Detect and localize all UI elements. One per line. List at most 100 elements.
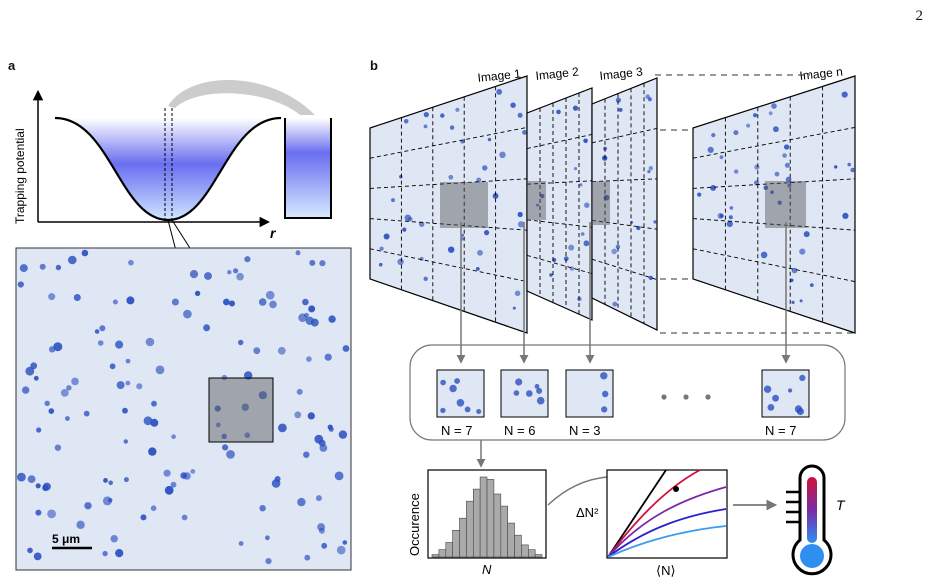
atom-dot <box>460 139 465 144</box>
atom-dot <box>109 363 116 370</box>
atom-dot <box>615 97 622 103</box>
atom-dot <box>476 409 482 414</box>
stack-image-label: Image 2 <box>535 64 580 82</box>
atom-dot <box>379 246 384 251</box>
region-highlight <box>208 377 274 443</box>
stack-image-label: Image 1 <box>477 66 522 84</box>
atom-dot <box>253 347 261 355</box>
atom-dot <box>315 495 322 502</box>
atom-dot <box>123 439 128 444</box>
atom-dot <box>214 405 221 412</box>
atom-dot <box>47 509 56 519</box>
fluct-series-line <box>607 469 701 558</box>
atom-dot <box>455 107 460 112</box>
atom-dot <box>49 346 56 353</box>
atom-dot <box>66 385 72 391</box>
histogram-bar <box>438 549 447 558</box>
atom-dot <box>517 211 523 218</box>
atom-dot <box>180 472 187 479</box>
atom-dot <box>110 535 118 543</box>
atom-dot <box>834 165 838 169</box>
stack-image-label: Image n <box>799 65 844 83</box>
atom-dot <box>734 169 739 174</box>
atom-dot <box>35 483 41 489</box>
atom-dot <box>569 266 575 271</box>
atom-dot <box>204 272 212 280</box>
atom-dot <box>510 102 516 108</box>
atom-dot <box>726 220 733 228</box>
ellipsis-dot-1 <box>661 394 667 400</box>
atom-dot <box>151 400 157 407</box>
atom-dot <box>334 471 344 481</box>
count-2: N = 6 <box>504 423 535 438</box>
atom-dot <box>294 411 302 419</box>
region-highlight <box>527 181 546 220</box>
atom-dot <box>461 233 465 237</box>
histogram-bar <box>472 488 481 558</box>
atom-dot <box>108 480 113 486</box>
stack-image-1: Image 1 <box>369 66 528 334</box>
histogram-bar <box>431 554 440 558</box>
atom-dot <box>522 130 527 135</box>
atom-dot <box>464 406 471 413</box>
atom-dot <box>238 339 244 346</box>
atom-dot <box>407 216 413 222</box>
atom-dot <box>767 404 775 411</box>
atom-dot <box>143 416 153 426</box>
atom-dot <box>789 278 794 283</box>
atom-dot <box>145 337 155 347</box>
atom-dot <box>259 505 266 512</box>
atom-dot <box>265 290 275 300</box>
atom-dot <box>68 255 77 265</box>
atom-dot <box>27 547 33 554</box>
histogram-bar <box>479 476 488 558</box>
scalebar-label: 5 μm <box>52 532 80 546</box>
atom-dot <box>27 475 36 483</box>
atom-dot <box>648 166 653 171</box>
atom-dot <box>717 213 724 219</box>
atom-dot <box>697 192 702 197</box>
subregion-image-4 <box>761 369 810 418</box>
atom-dot <box>448 246 455 253</box>
atom-dot <box>17 472 26 482</box>
atom-dot <box>475 267 480 271</box>
atom-dot <box>568 244 575 251</box>
histogram-bar <box>521 544 529 558</box>
subregion-image-2 <box>500 369 549 418</box>
atom-dot <box>402 227 407 232</box>
histogram-ylabel: Occurence <box>407 493 422 556</box>
ellipsis-dot-3 <box>705 394 711 400</box>
atom-dot <box>94 329 100 334</box>
atom-dot <box>39 263 46 270</box>
histogram: Occurence N <box>407 469 547 577</box>
stack-image-3: Image 3 <box>591 64 658 331</box>
atom-dot <box>517 221 525 228</box>
atom-dot <box>319 260 326 267</box>
atom-dot <box>265 535 270 541</box>
atom-dot <box>116 381 125 390</box>
atom-dot <box>719 155 724 160</box>
atom-dot <box>746 123 751 128</box>
atom-dot <box>512 306 516 310</box>
atom-dot <box>189 270 199 279</box>
atom-dot <box>484 230 490 236</box>
atom-dot <box>338 430 348 439</box>
fluct-series-line <box>607 469 667 558</box>
atom-dot <box>618 107 623 112</box>
histogram-bar <box>459 517 467 558</box>
atom-dot <box>648 275 653 280</box>
trapping-potential-plot: Trapping potential r <box>13 80 332 241</box>
atom-dot <box>295 250 301 256</box>
atom-dot <box>221 433 227 439</box>
atom-dot <box>440 407 446 414</box>
atom-dot <box>771 103 777 109</box>
atom-dot <box>35 509 42 516</box>
atom-dot <box>788 388 793 393</box>
atom-dot <box>482 165 488 171</box>
atom-dot <box>306 356 312 362</box>
atom-dot <box>328 315 336 323</box>
histogram-bar <box>527 549 536 558</box>
atom-dot <box>115 340 124 349</box>
atom-dot <box>579 183 583 187</box>
atom-dot <box>583 138 588 144</box>
